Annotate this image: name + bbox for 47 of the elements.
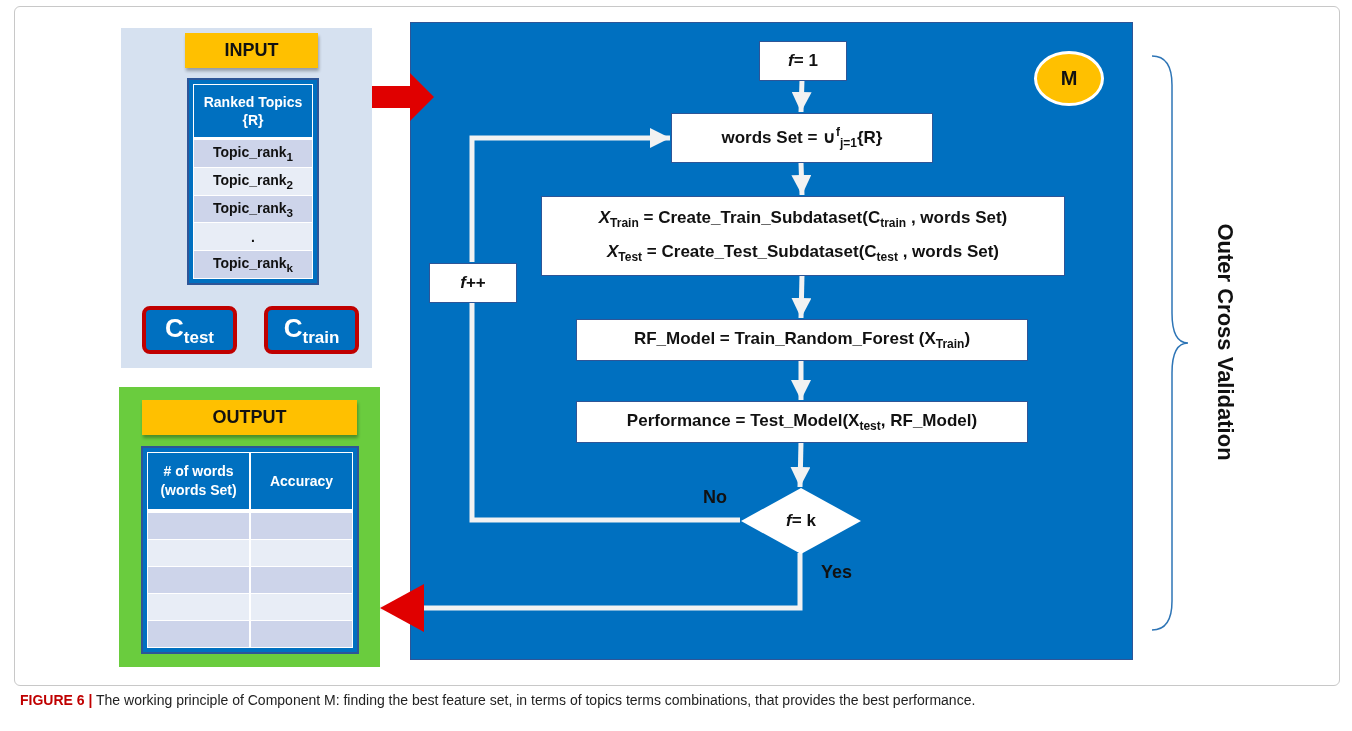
arrow [469, 128, 670, 262]
header-text: OUTPUT [212, 407, 287, 428]
table-row: Topic_rank$_{2}$ [194, 166, 312, 195]
table-row: Topic_rank$_{3}$ [194, 194, 312, 223]
results-table [141, 446, 359, 654]
arrow [791, 274, 812, 319]
step-text: f= 1 [788, 51, 818, 71]
ranked-topics-table [187, 78, 319, 285]
arrow [372, 73, 434, 121]
figure-caption: FIGURE 6 | The working principle of Component M: finding the best feature set, in terms of topics terms combinations, that provides the best performance. [20, 692, 977, 708]
step-text: words Set = ∪$^{f}$$_{j=1}${R} [721, 125, 883, 151]
badge-text: M [1060, 67, 1078, 90]
dataset-label: C$_{train}$ [283, 312, 340, 348]
table-header: Ranked Topics {R} [202, 92, 304, 130]
table-row: . [194, 222, 312, 251]
header-text: INPUT [224, 40, 279, 61]
arrow [380, 553, 803, 632]
process-box [576, 319, 1028, 361]
arrow [791, 360, 811, 400]
arrow [791, 79, 812, 113]
column-header: # of words (words Set) [159, 462, 238, 500]
step-text: X$_{Train}$ = Create_Train_Subdataset(C$_{train}$ , words Set) [598, 208, 1008, 231]
arrow [791, 161, 812, 196]
decision-diamond [741, 488, 861, 554]
process-box [759, 41, 847, 81]
table-row: Topic_rank$_{k}$ [194, 250, 312, 278]
panel-background [121, 28, 372, 368]
arrow [790, 441, 811, 488]
side-label: Outer Cross Validation [1212, 223, 1238, 461]
process-box [541, 196, 1065, 276]
header-bar [185, 33, 318, 68]
process-box [671, 113, 933, 163]
dataset-label: C$_{test}$ [165, 312, 214, 348]
step-text: RF_Model = Train_Random_Forest (X$_{Train}$) [633, 328, 971, 352]
table-row: Topic_rank$_{1}$ [194, 139, 312, 167]
process-box [429, 263, 517, 303]
column-header: Accuracy [269, 471, 333, 491]
process-box [576, 401, 1028, 443]
step-text: Performance = Test_Model(X$_{test}$, RF_Model) [626, 410, 978, 434]
module-panel [410, 22, 1133, 660]
header-bar [142, 400, 357, 435]
panel-background [119, 387, 380, 667]
step-text: X$_{Test}$ = Create_Test_Subdataset(C$_{test}$ , words Set) [607, 241, 999, 264]
dataset-box [142, 306, 237, 354]
dataset-box [264, 306, 359, 354]
condition-text: f= k [786, 511, 816, 531]
step-text: f++ [460, 273, 486, 293]
